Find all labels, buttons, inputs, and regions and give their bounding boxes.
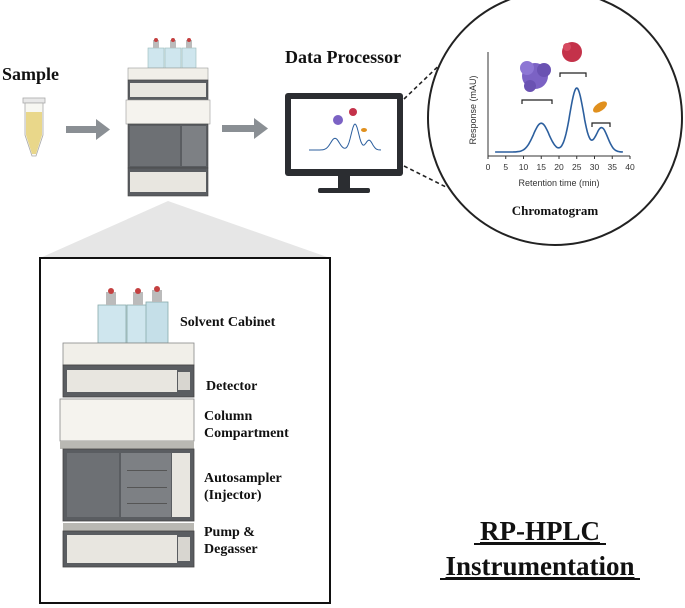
x-tick-label: 35 <box>608 162 618 172</box>
hplc-instrument-icon <box>125 38 211 197</box>
chromatogram-zoom-circle <box>427 0 683 246</box>
x-tick-label: 20 <box>554 162 564 172</box>
component-label: Column <box>204 409 252 424</box>
zoom-connector <box>40 201 330 258</box>
flow-arrow-icon <box>222 118 268 139</box>
x-tick-label: 40 <box>625 162 635 172</box>
x-tick-label: 10 <box>519 162 529 172</box>
diagram-title-line1: RP-HPLC <box>480 516 600 546</box>
y-axis-label: Response (mAU) <box>468 75 478 144</box>
component-label: Compartment <box>204 426 289 441</box>
data-processor-label: Data Processor <box>285 47 401 67</box>
x-axis-label: Retention time (min) <box>518 178 599 188</box>
sample-label: Sample <box>2 64 59 84</box>
medium-protein-icon <box>562 42 582 62</box>
component-label: Degasser <box>204 542 258 557</box>
chromatogram-label: Chromatogram <box>512 203 599 218</box>
component-label: Solvent Cabinet <box>180 315 276 330</box>
x-tick-label: 25 <box>572 162 582 172</box>
diagram-title-line2: Instrumentation <box>445 551 634 581</box>
chromatogram-trace <box>495 87 623 153</box>
chromatogram-chart: 0 5 10 15 20 25 30 35 40 Retention time (min) Re… <box>468 42 635 188</box>
component-label: (Injector) <box>204 488 262 503</box>
small-molecule-icon <box>593 101 607 113</box>
sample-tube-icon <box>22 97 46 157</box>
hplc-instrument-detail-icon <box>59 286 195 568</box>
monitor-icon <box>285 93 403 193</box>
component-label: Pump & <box>204 525 255 540</box>
flow-arrow-icon <box>66 119 110 140</box>
component-label: Detector <box>206 379 257 394</box>
x-tick-label: 30 <box>590 162 600 172</box>
solvent-bottles-icon <box>97 286 169 344</box>
x-tick-label: 0 <box>486 162 491 172</box>
component-label: Autosampler <box>204 471 282 486</box>
x-tick-label: 5 <box>503 162 508 172</box>
large-protein-icon <box>520 61 551 92</box>
x-tick-label: 15 <box>537 162 547 172</box>
